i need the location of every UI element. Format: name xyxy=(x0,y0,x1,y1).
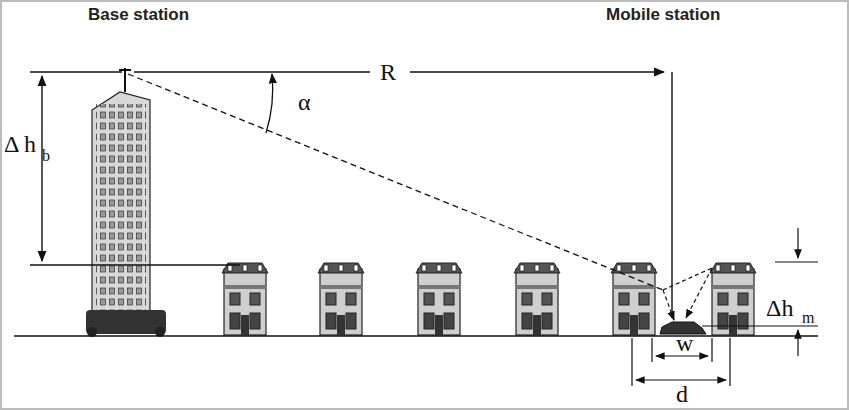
station-label: Base station xyxy=(88,6,189,23)
angle-symbol: α xyxy=(298,90,311,114)
subscript: m xyxy=(802,310,814,326)
height-symbol: Δh xyxy=(766,296,793,320)
spacing-symbol: d xyxy=(676,382,688,406)
subscript: b xyxy=(42,148,50,164)
distance-symbol: R xyxy=(380,60,396,84)
base-building xyxy=(86,68,166,337)
station-label: Mobile station xyxy=(606,6,720,23)
height-symbol: Δ h xyxy=(4,132,36,156)
width-symbol: w xyxy=(676,331,693,355)
